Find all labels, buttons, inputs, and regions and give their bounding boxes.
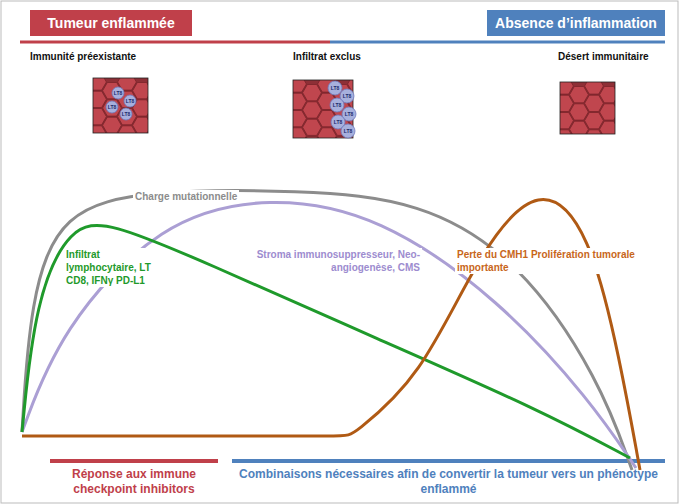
strategy-label: Réponse aux immune checkpoint inhibitors xyxy=(40,467,228,497)
cell-tag: LT8 xyxy=(120,97,140,105)
tumour-cell xyxy=(103,117,122,133)
cell-tag: LT8 xyxy=(328,118,348,126)
tumour-cells xyxy=(560,82,615,134)
combination-bar xyxy=(232,459,665,463)
header-band: Absence d’inflammation xyxy=(487,10,665,36)
band-title: Tumeur enflammée xyxy=(47,15,174,31)
curve-label: Infiltrat lymphocytaire, LT CD8, IFNγ PD… xyxy=(64,248,156,287)
stage-title: Désert immunitaire xyxy=(558,50,649,63)
tumour-cell xyxy=(600,87,615,103)
tumour-cell xyxy=(133,83,148,99)
tumour-cell xyxy=(303,119,322,135)
cell-frame xyxy=(560,82,615,134)
cell-tag: LT8 xyxy=(337,92,357,100)
tumour-cells xyxy=(293,80,353,138)
cell-frame xyxy=(93,78,148,133)
band-title: Absence d’inflammation xyxy=(495,15,657,31)
stage-title: Infiltrat exclus xyxy=(293,50,361,63)
cell-tag: LT8 xyxy=(339,110,359,118)
stage-title: Immunité préexistante xyxy=(30,50,136,63)
tumour-cell xyxy=(303,85,322,101)
brown-curve xyxy=(22,200,640,470)
tumour-cell xyxy=(570,104,589,120)
tumour-cell xyxy=(585,95,604,111)
curve-label: Stroma immunosuppresseur, Neo-angiogenès… xyxy=(250,248,422,274)
tumour-cell xyxy=(103,100,122,116)
cell-tag: LT8 xyxy=(327,101,347,109)
mutation-curve xyxy=(22,191,632,470)
tumour-cell xyxy=(570,121,589,134)
header-band: Tumeur enflammée xyxy=(30,10,192,36)
curve-label: Perte du CMH1 Prolifération tumorale imp… xyxy=(455,248,670,274)
cell-tag: LT8 xyxy=(102,103,122,111)
tumour-cells xyxy=(93,78,148,133)
cell-tag: LT8 xyxy=(338,127,358,135)
tumour-cell xyxy=(600,121,615,134)
tumour-cell xyxy=(303,102,322,118)
response-bar xyxy=(50,459,218,463)
purple-curve xyxy=(22,202,636,468)
tumour-cell xyxy=(600,104,615,120)
non-inflamed-bar xyxy=(330,41,665,44)
strategy-label: Combinaisons nécessaires afin de convert… xyxy=(232,467,665,497)
tumour-cell xyxy=(133,117,148,133)
curve-label: Charge mutationnelle xyxy=(133,190,239,203)
cell-tag: LT8 xyxy=(108,89,128,97)
tumour-cell xyxy=(585,113,604,129)
tumour-cell xyxy=(570,87,589,103)
cell-tag: LT8 xyxy=(116,110,136,118)
cell-tag: LT8 xyxy=(325,84,345,92)
inflamed-bar xyxy=(20,41,330,44)
